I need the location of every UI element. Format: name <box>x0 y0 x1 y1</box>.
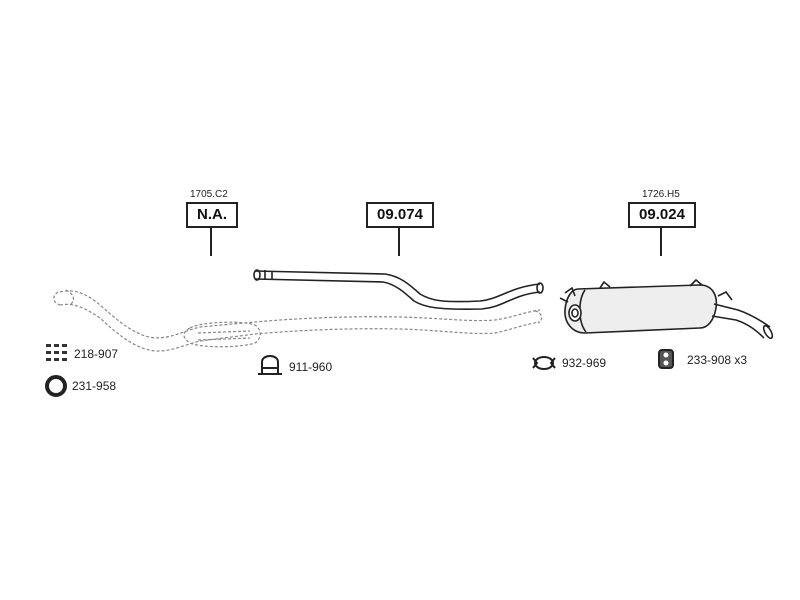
callout-code-middle[interactable]: 09.074 <box>366 202 434 228</box>
band-clamp-icon <box>532 356 556 370</box>
rear-silencer <box>559 278 774 340</box>
part-number-seal-kit[interactable]: 218-907 <box>74 347 119 361</box>
part-number-clamp[interactable]: 911-960 <box>289 360 333 374</box>
part-number-rubber-mount[interactable]: 233-908 x3 <box>687 353 748 367</box>
ring-gasket-icon <box>45 375 67 397</box>
callout-ref-rear: 1726.H5 <box>642 189 680 200</box>
front-pipe-dashed <box>53 289 543 352</box>
u-clamp-icon <box>258 355 282 375</box>
rubber-mount-icon <box>658 349 674 369</box>
part-number-gasket-ring[interactable]: 231-958 <box>72 379 117 393</box>
part-number-band-clamp[interactable]: 932-969 <box>562 356 607 370</box>
middle-pipe <box>253 269 544 310</box>
callout-code-rear[interactable]: 09.024 <box>628 202 696 228</box>
callout-ref-front: 1705.C2 <box>190 189 228 200</box>
callout-code-front[interactable]: N.A. <box>186 202 238 228</box>
bolt-kit-icon <box>46 344 67 361</box>
